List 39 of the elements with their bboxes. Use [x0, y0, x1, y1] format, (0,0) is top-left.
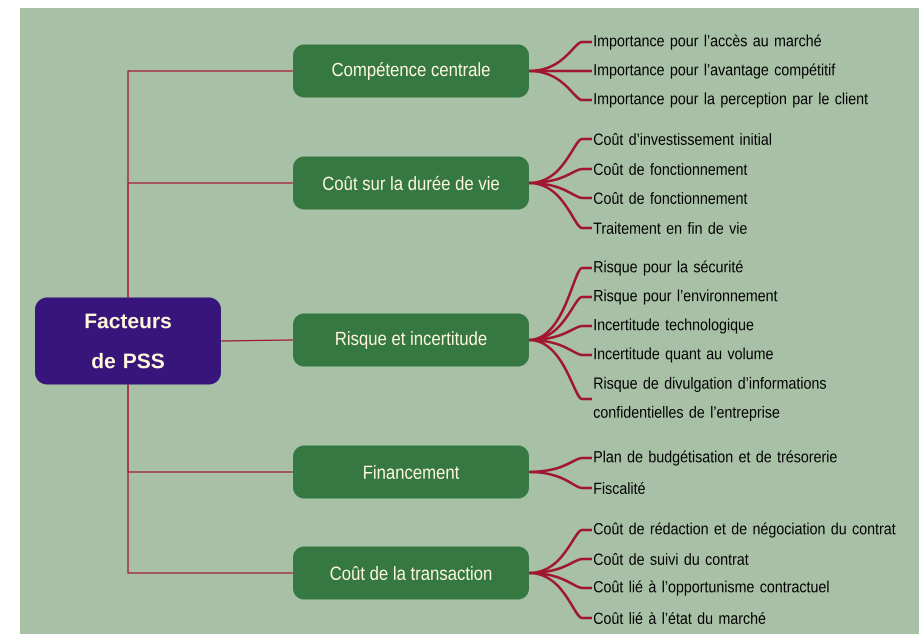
- item-text: Coût lié à l’opportunisme contractuel: [594, 580, 829, 596]
- item-text: Traitement en fin de vie: [594, 222, 747, 234]
- item-text: Coût d’investissement initial: [594, 133, 771, 145]
- item-text: Incertitude technologique: [594, 318, 754, 334]
- item-text: Risque pour la sécurité: [594, 260, 743, 276]
- category-box: Risque et incertitude: [293, 314, 529, 366]
- item-text: Coût de fonctionnement: [594, 163, 748, 175]
- item-text: Importance pour l’accès au marché: [594, 34, 821, 50]
- item-text: Incertitude quant au volume: [594, 347, 773, 363]
- root-box: Facteurs de PSS: [35, 298, 221, 384]
- item-text: Coût de fonctionnement: [594, 192, 748, 204]
- branch-line: [529, 324, 592, 342]
- branch-line: [529, 456, 592, 474]
- branch-line: [221, 339, 293, 342]
- branch-line: [529, 70, 592, 102]
- item-text: Coût de rédaction et de négociation du contrat: [594, 522, 896, 538]
- branch-line: [529, 572, 592, 620]
- branch-line: [529, 70, 592, 72]
- item-text: Plan de budgétisation et de trésorerie: [594, 450, 837, 466]
- item-text: Risque pour l’environnement: [594, 289, 778, 305]
- branch-line: [529, 168, 592, 184]
- item-text: Coût lié à l’état du marché: [594, 612, 766, 624]
- item-text: Coût de suivi du contrat: [594, 553, 749, 565]
- category-box: Financement: [293, 446, 529, 498]
- branch-line: [529, 558, 592, 574]
- category-box: Coût de la transaction: [293, 546, 529, 600]
- branch-line: [529, 338, 592, 356]
- branch-line: [529, 470, 592, 490]
- category-box: Coût sur la durée de vie: [293, 156, 529, 210]
- item-text: Importance pour l’avantage compétitif: [594, 63, 836, 79]
- item-text: Risque de divulgation d’informations confidentielles de l’entreprise: [594, 376, 826, 422]
- branch-line: [529, 182, 592, 230]
- branch-line: [529, 182, 592, 200]
- category-box: Compétence centrale: [293, 44, 529, 98]
- branch-line: [127, 384, 293, 574]
- branch-line: [127, 182, 293, 298]
- item-text: Importance pour la perception par le client: [594, 92, 868, 108]
- item-text: Fiscalité: [594, 482, 645, 494]
- branch-line: [529, 572, 592, 590]
